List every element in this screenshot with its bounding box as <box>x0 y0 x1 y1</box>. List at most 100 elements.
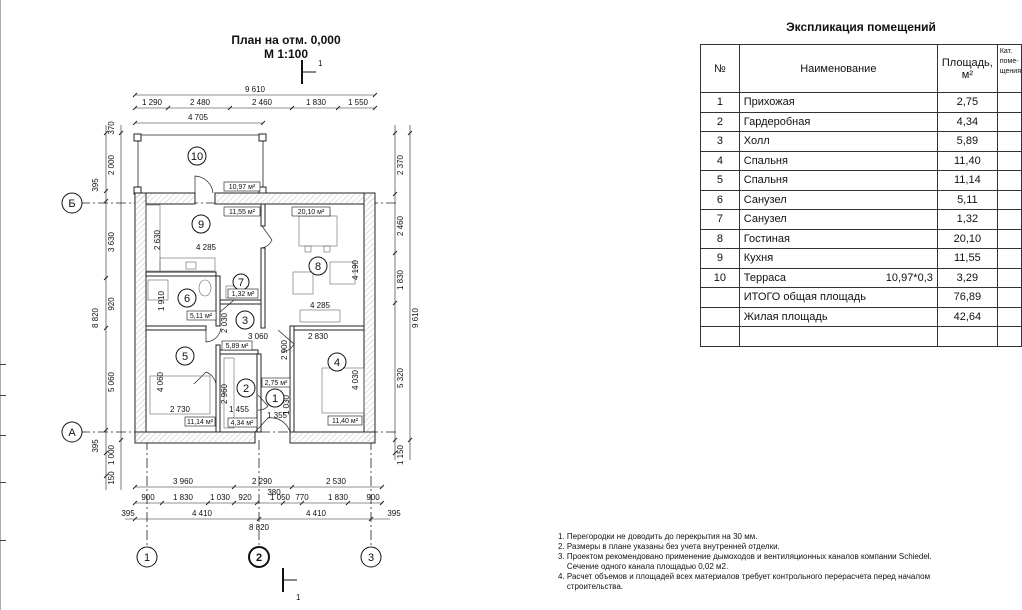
cell-name-text: Холл <box>743 135 770 148</box>
svg-text:900: 900 <box>141 493 155 502</box>
svg-text:8 820: 8 820 <box>249 523 270 532</box>
cell-category <box>996 228 1022 249</box>
svg-text:920: 920 <box>238 493 252 502</box>
cell-name: Гардеробная <box>738 111 938 132</box>
svg-text:10: 10 <box>191 151 203 163</box>
cell-area: 11,55 <box>936 248 998 269</box>
svg-text:2 000: 2 000 <box>107 154 116 175</box>
svg-text:3: 3 <box>368 552 374 564</box>
cell-name-text: ИТОГО общая площадь <box>743 291 866 304</box>
svg-text:1 000: 1 000 <box>107 444 116 465</box>
svg-text:380: 380 <box>267 488 281 497</box>
wall-hatching <box>136 194 374 442</box>
cell-name: Жилая площадь <box>738 306 938 327</box>
cell-area: 11,14 <box>936 170 998 191</box>
svg-text:3 630: 3 630 <box>107 231 116 252</box>
cell-name: Санузел <box>738 209 938 230</box>
cell-name <box>738 326 938 347</box>
frame-tick <box>0 482 6 483</box>
cell-category <box>996 287 1022 308</box>
svg-text:1 830: 1 830 <box>328 493 349 502</box>
svg-text:4 410: 4 410 <box>192 509 213 518</box>
svg-text:А: А <box>68 427 76 439</box>
svg-text:2 030: 2 030 <box>220 312 229 333</box>
svg-text:1 455: 1 455 <box>229 405 250 414</box>
cell-category <box>996 248 1022 269</box>
cell-num: 2 <box>700 111 740 132</box>
svg-text:4: 4 <box>334 357 340 369</box>
cell-name-text: Гардеробная <box>743 115 811 128</box>
svg-text:1: 1 <box>272 393 278 405</box>
svg-text:4 285: 4 285 <box>196 243 217 252</box>
svg-text:5 320: 5 320 <box>396 367 405 388</box>
cell-area: 3,29 <box>936 267 998 288</box>
axis-bubble-a: А <box>61 421 83 443</box>
notes: 1. Перегородки не доводить до перекрытия… <box>558 532 1018 592</box>
svg-text:1 030: 1 030 <box>210 493 231 502</box>
header-category: Кат. поме- щения <box>996 44 1022 93</box>
cell-area: 11,40 <box>936 150 998 171</box>
svg-text:4 705: 4 705 <box>188 113 209 122</box>
cell-name-text: Терраса <box>743 271 786 284</box>
note-2: 2. Размеры в плане указаны без учета вну… <box>558 542 780 551</box>
cell-name: ИТОГО общая площадь <box>738 287 938 308</box>
cell-calc: 10,97*0,3 <box>885 271 933 284</box>
room-marker-5: 5 11,14 м² <box>175 346 216 427</box>
cell-name-text: Спальня <box>743 154 788 167</box>
svg-text:4 410: 4 410 <box>306 509 327 518</box>
svg-text:1 830: 1 830 <box>306 98 327 107</box>
svg-text:2,75 м²: 2,75 м² <box>265 380 288 387</box>
header-area: Площадь,м² <box>936 44 998 93</box>
svg-text:1: 1 <box>318 59 323 68</box>
room-marker-8: 8 20,10 м² <box>291 206 331 276</box>
svg-text:2 900: 2 900 <box>280 339 289 360</box>
furniture <box>145 204 365 429</box>
cell-num <box>700 306 740 327</box>
axis-bubble-2: 2 <box>248 546 270 568</box>
cell-num <box>700 326 740 347</box>
cell-name-text: Санузел <box>743 213 787 226</box>
svg-text:1 150: 1 150 <box>396 444 405 465</box>
cell-name: Спальня <box>738 150 938 171</box>
dimension-lines <box>103 92 413 522</box>
cell-num: 5 <box>700 170 740 191</box>
plan-title: План на отм. 0,000 <box>231 33 341 47</box>
svg-text:1,32 м²: 1,32 м² <box>232 291 255 298</box>
cell-area: 4,34 <box>936 111 998 132</box>
svg-text:2 480: 2 480 <box>190 98 211 107</box>
svg-text:1 355: 1 355 <box>267 411 288 420</box>
note-3: 3. Проектом рекомендовано применение дым… <box>558 552 932 571</box>
axis-bubble-3: 3 <box>360 546 382 568</box>
dims-bottom: 3 960 2 290 2 530 380 900 1 830 1 030 92… <box>121 477 401 532</box>
plan-scale: М 1:100 <box>264 47 308 61</box>
svg-text:20,10 м²: 20,10 м² <box>298 209 325 216</box>
svg-text:395: 395 <box>387 509 401 518</box>
frame-tick <box>0 364 6 365</box>
cell-area: 2,75 <box>936 92 998 113</box>
svg-text:1 050: 1 050 <box>270 493 291 502</box>
cell-name: Кухня <box>738 248 938 269</box>
frame-tick <box>0 435 6 436</box>
svg-text:2: 2 <box>256 552 262 564</box>
cell-category <box>996 131 1022 152</box>
svg-text:900: 900 <box>366 493 380 502</box>
door-swings <box>193 175 295 433</box>
cell-num: 10 <box>700 267 740 288</box>
svg-text:1 830: 1 830 <box>173 493 194 502</box>
svg-text:2: 2 <box>243 383 249 395</box>
svg-text:11,14 м²: 11,14 м² <box>187 419 214 426</box>
svg-text:3 060: 3 060 <box>248 332 269 341</box>
cell-category <box>996 150 1022 171</box>
svg-text:4 190: 4 190 <box>351 259 360 280</box>
svg-text:4 285: 4 285 <box>310 301 331 310</box>
cell-name-text: Спальня <box>743 174 788 187</box>
svg-text:1: 1 <box>144 552 150 564</box>
